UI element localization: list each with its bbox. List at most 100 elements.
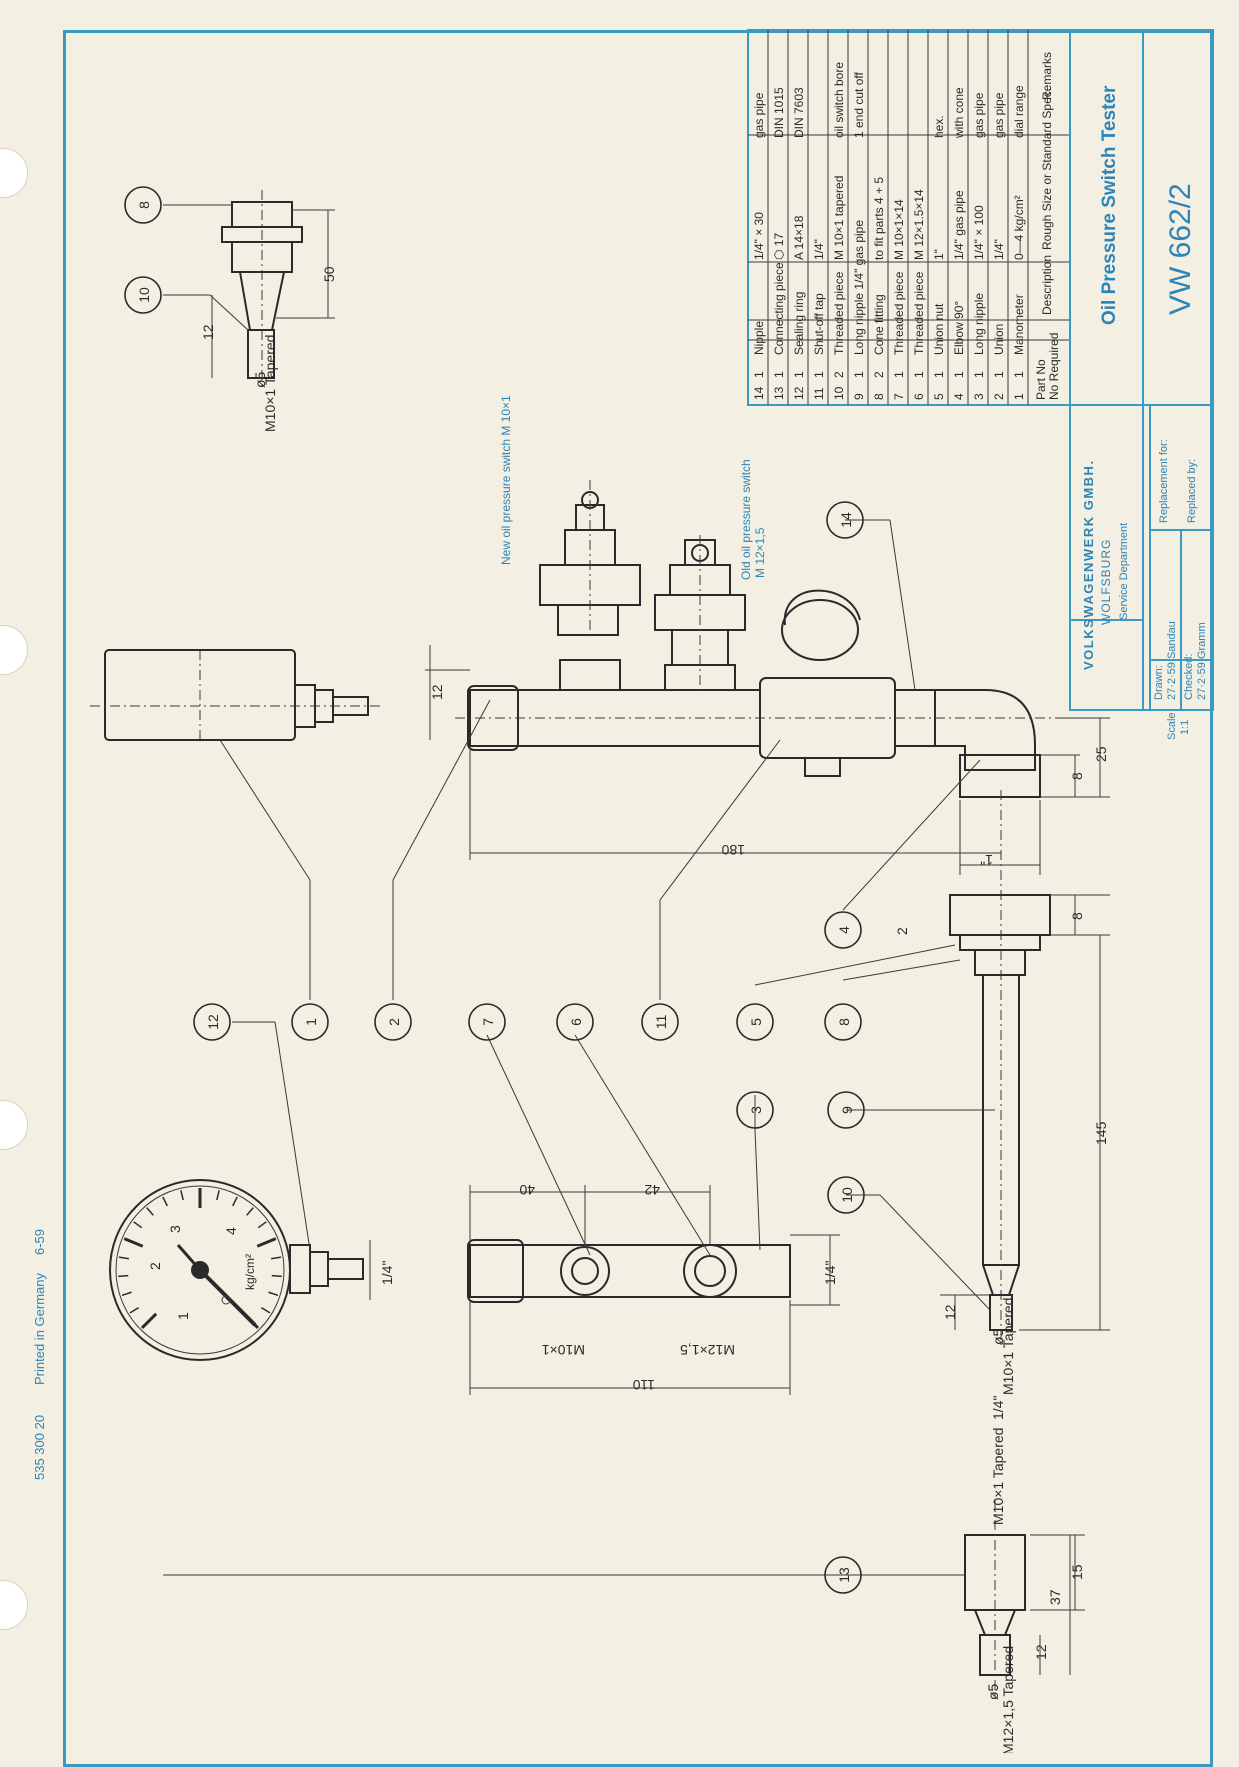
callout-number: 12 xyxy=(205,1014,221,1030)
callout-number: 7 xyxy=(480,1018,496,1026)
parts-row-qty: 2 xyxy=(872,371,886,378)
dim-8-lower: 8 xyxy=(1069,912,1085,920)
parts-row-remarks: dial range xyxy=(1012,85,1026,138)
header-size-spec: Rough Size or Standard Spec. xyxy=(1040,88,1054,250)
parts-row-desc: Nipple xyxy=(752,321,766,355)
gauge-tick-2: 2 xyxy=(147,1262,163,1270)
dim-180: 180 xyxy=(721,842,745,858)
parts-row-desc: Shut-off tap xyxy=(812,293,826,355)
parts-row-remarks: DIN 1015 xyxy=(772,87,786,138)
gauge-unit: kg/cm² xyxy=(243,1254,257,1290)
parts-row-desc: Threaded piece xyxy=(912,271,926,355)
parts-row-remarks: hex. xyxy=(932,115,946,138)
gauge-tick-mark xyxy=(271,1274,282,1278)
department: Service Department xyxy=(1118,523,1130,620)
parts-row-size: 0—4 kg/cm² xyxy=(1012,195,1026,260)
scale-value: 1:1 xyxy=(1179,720,1191,735)
gauge-tick-mark xyxy=(256,1237,277,1248)
dim-12-top: 12 xyxy=(200,324,216,340)
callout-number: 8 xyxy=(836,1018,852,1026)
gauge-tick-mark xyxy=(118,1256,130,1260)
dim-110: 110 xyxy=(632,1377,655,1393)
gauge-tick-mark xyxy=(270,1256,282,1260)
parts-row-part: 13 xyxy=(772,386,786,400)
header-no-required: No Required xyxy=(1047,333,1061,400)
parts-row-qty: 1 xyxy=(972,371,986,378)
gauge-tick-mark xyxy=(246,1207,254,1216)
callout-bubble xyxy=(124,276,162,314)
callout-number: 1 xyxy=(303,1018,319,1026)
parts-row-size: M 10×1 tapered xyxy=(832,176,846,260)
print-info: 535 300 20 Printed in Germany 6-59 xyxy=(32,1229,47,1480)
parts-row-desc: Threaded piece xyxy=(892,271,906,355)
parts-row-part: 12 xyxy=(792,386,806,400)
gauge-tick-1: 1 xyxy=(175,1312,191,1320)
dim-quarter-inch-lower: 1/4" xyxy=(990,1396,1006,1420)
note-new-switch: New oil pressure switch M 10×1 xyxy=(499,395,513,565)
parts-row-qty: 1 xyxy=(852,371,866,378)
callout-bubble xyxy=(124,186,162,224)
gauge-tick-mark xyxy=(121,1291,132,1297)
callout-bubble xyxy=(641,1003,679,1041)
dim-8-upper: 8 xyxy=(1069,772,1085,780)
gauge-tick-mark xyxy=(123,1237,144,1248)
dim-12-main: 12 xyxy=(429,684,445,700)
parts-row-desc: Long nipple 1/4" gas pipe xyxy=(852,220,866,355)
scale-label: Scale xyxy=(1166,712,1178,740)
parts-row-part: 6 xyxy=(912,393,926,400)
manometer-side-view xyxy=(90,649,380,741)
parts-row-qty: 1 xyxy=(752,371,766,378)
parts-row-qty: 1 xyxy=(992,371,1006,378)
callout-number: 6 xyxy=(568,1018,584,1026)
dim-phi5-top: ø5 xyxy=(252,371,268,388)
parts-row-part: 11 xyxy=(812,387,826,400)
m10-tapered-lower: M10×1 Tapered xyxy=(1000,1298,1016,1395)
thread-m10-tee: M10×1 xyxy=(542,1342,585,1358)
drawn-label: Drawn: xyxy=(1153,665,1165,700)
gauge-tick-mark xyxy=(257,1221,267,1229)
dim-12-bottom: 12 xyxy=(1033,1644,1049,1660)
parts-row-part: 2 xyxy=(992,393,1006,400)
gauge-tick-mark xyxy=(268,1291,279,1297)
callout-number: 10 xyxy=(136,287,152,303)
parts-row-size: A 14×18 xyxy=(792,215,806,260)
printed-label: Printed in Germany xyxy=(32,1273,47,1385)
parts-row-desc: Connecting piece xyxy=(772,262,786,355)
parts-row-desc: Sealing ring xyxy=(792,292,806,355)
parts-row-size: 1" xyxy=(932,249,946,260)
parts-row-qty: 1 xyxy=(932,371,946,378)
dim-50: 50 xyxy=(321,266,337,282)
parts-row-size: 1/4" xyxy=(812,239,826,260)
m10-tapered-top: M10×1 Tapered xyxy=(262,335,278,432)
dim-145: 145 xyxy=(1093,1121,1109,1145)
parts-row-part: 3 xyxy=(972,393,986,400)
gauge-tick-4: 4 xyxy=(223,1227,239,1235)
dim-40: 40 xyxy=(519,1182,535,1198)
header-remarks: Remarks xyxy=(1040,52,1054,100)
parts-row-desc: Elbow 90° xyxy=(952,301,966,355)
parts-row-remarks: gas pipe xyxy=(992,92,1006,138)
parts-row-remarks: gas pipe xyxy=(752,92,766,138)
gauge-tick-mark xyxy=(232,1196,238,1207)
replacement-label: Replacement for: xyxy=(1158,439,1170,523)
dim-15: 15 xyxy=(1069,1564,1085,1580)
parts-row-desc: Union nut xyxy=(932,303,946,355)
callout-number: 2 xyxy=(386,1018,402,1026)
parts-row-remarks: DIN 7603 xyxy=(792,87,806,138)
dim-37: 37 xyxy=(1047,1589,1063,1605)
callout-number: 8 xyxy=(136,201,152,209)
parts-row-qty: 1 xyxy=(772,371,786,378)
parts-row-part: 4 xyxy=(952,393,966,400)
callout-bubble xyxy=(291,1003,329,1041)
connecting-piece-view: 15 37 12 ø5 M12×1,5 Tapered M10×1 Tapere… xyxy=(964,1428,1085,1753)
parts-row-remarks: gas pipe xyxy=(972,92,986,138)
dim-1-inch: 1" xyxy=(980,852,993,868)
callout-bubble xyxy=(468,1003,506,1041)
parts-row-desc: Union xyxy=(992,324,1006,355)
callout-bubble xyxy=(193,1003,231,1041)
m10-tapered-bottom: M10×1 Tapered xyxy=(990,1428,1006,1525)
parts-row-qty: 1 xyxy=(1012,371,1026,378)
parts-row-desc: Threaded piece xyxy=(832,271,846,355)
